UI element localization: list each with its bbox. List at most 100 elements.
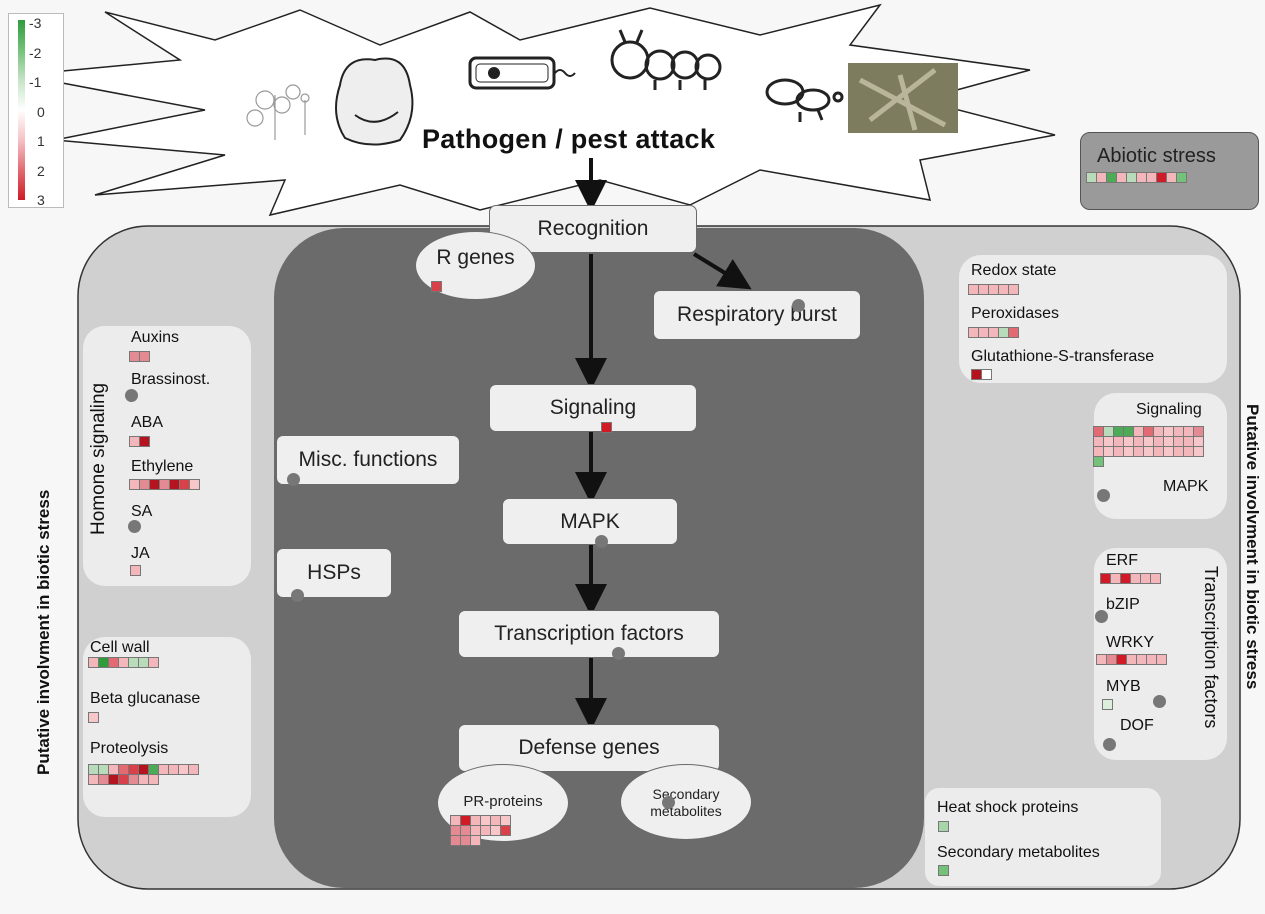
- legend-tick-label: 3: [37, 192, 45, 208]
- heatmap-cell: [1123, 446, 1134, 457]
- heatmap-cell: [988, 327, 999, 338]
- dof-label: DOF: [1120, 717, 1154, 734]
- right-secondary-label: Secondary metabolites: [937, 844, 1100, 861]
- heatmap-cell: [460, 825, 471, 836]
- heatmap-cell: [1130, 573, 1141, 584]
- heatmap-cell: [88, 712, 99, 723]
- heatmap-cell: [130, 565, 141, 576]
- right-signaling-panel: [1094, 393, 1227, 519]
- mapk-box: MAPK: [502, 498, 678, 545]
- heatmap-cell: [158, 764, 169, 775]
- legend-tick-label: -2: [29, 44, 42, 61]
- heatmap-cell: [1133, 446, 1144, 457]
- ethylene-label: Ethylene: [131, 458, 194, 475]
- heatmap-cell: [981, 369, 992, 380]
- heatmap-cell: [139, 479, 150, 490]
- heatmap-cell: [938, 821, 949, 832]
- heatmap-cell: [450, 815, 461, 826]
- heatmap-cell: [129, 479, 140, 490]
- hormone-signaling-title: Homone signaling: [88, 382, 109, 535]
- r-genes-label: R genes: [436, 246, 515, 269]
- heatmap-cell: [978, 327, 989, 338]
- proteolysis-heatmap: [88, 764, 199, 785]
- legend-tick-label: -3: [29, 15, 42, 31]
- beta-glucanase-heatmap: [88, 712, 99, 723]
- heatmap-cell: [129, 351, 140, 362]
- heatmap-cell: [1102, 699, 1113, 710]
- tf-dot: [612, 647, 625, 660]
- signaling-heatmap: [601, 422, 612, 433]
- heatmap-cell: [1173, 436, 1184, 447]
- ja-heatmap: [130, 565, 141, 576]
- heatmap-cell: [1143, 426, 1154, 437]
- plant-doodle-icon: [246, 84, 310, 140]
- heatmap-cell: [450, 825, 461, 836]
- heatmap-cell: [1086, 172, 1097, 183]
- heatmap-cell: [148, 657, 159, 668]
- heatmap-cell: [1163, 446, 1174, 457]
- proteolysis-label: Proteolysis: [90, 740, 169, 757]
- heatmap-cell: [1103, 426, 1114, 437]
- nematode-micrograph: [848, 63, 958, 133]
- heatmap-cell: [971, 369, 982, 380]
- wrky-label: WRKY: [1106, 634, 1154, 651]
- heat-shock-label: Heat shock proteins: [937, 799, 1079, 816]
- heatmap-cell: [938, 865, 949, 876]
- myb-heatmap: [1102, 699, 1113, 710]
- brassinost-label: Brassinost.: [131, 371, 211, 388]
- heatmap-cell: [1106, 172, 1117, 183]
- fungus-monster-icon: [335, 57, 414, 146]
- respiratory-dot: [792, 299, 805, 312]
- brassinost-dot: [125, 389, 138, 402]
- heatmap-cell: [1156, 654, 1167, 665]
- caterpillar-icon: [610, 29, 722, 90]
- heatmap-cell: [1133, 426, 1144, 437]
- heatmap-cell: [108, 764, 119, 775]
- legend-tick-label: -1: [29, 74, 42, 90]
- sa-label: SA: [131, 503, 153, 520]
- peroxidases-label: Peroxidases: [971, 305, 1060, 322]
- heatmap-cell: [1096, 172, 1107, 183]
- bzip-label: bZIP: [1106, 596, 1140, 613]
- heatmap-cell: [998, 327, 1009, 338]
- auxins-heatmap: [129, 351, 150, 362]
- heatmap-cell: [88, 657, 99, 668]
- heatmap-cell: [1123, 426, 1134, 437]
- abiotic-stress-box: Abiotic stress: [1080, 132, 1259, 210]
- heatmap-cell: [138, 764, 149, 775]
- ethylene-heatmap: [129, 479, 200, 490]
- heatmap-cell: [128, 774, 139, 785]
- heatmap-cell: [431, 281, 442, 292]
- heatmap-cell: [1103, 446, 1114, 457]
- right-side-label: Putative involvment in biotic stress: [1243, 404, 1262, 690]
- respiratory-burst-box: Respiratory burst: [653, 290, 861, 340]
- heatmap-cell: [1113, 446, 1124, 457]
- sa-dot: [128, 520, 141, 533]
- heatmap-cell: [601, 422, 612, 433]
- heatmap-cell: [88, 774, 99, 785]
- heatmap-cell: [1150, 573, 1161, 584]
- heatmap-cell: [1136, 172, 1147, 183]
- recognition-box: Recognition: [489, 205, 697, 253]
- legend-tick-label: 0: [37, 103, 45, 120]
- secondary-dot: [662, 796, 675, 809]
- beetle-icon: [765, 78, 844, 122]
- redox-state-heatmap: [968, 284, 1019, 295]
- heat-shock-heatmap: [938, 821, 949, 832]
- heatmap-cell: [1133, 436, 1144, 447]
- heatmap-cell: [470, 835, 481, 846]
- heatmap-cell: [1163, 426, 1174, 437]
- tf-panel: [1094, 548, 1227, 760]
- wrky-heatmap: [1096, 654, 1167, 665]
- hormone-signaling-panel: [83, 326, 251, 586]
- heatmap-cell: [1113, 436, 1124, 447]
- heatmap-cell: [1093, 446, 1104, 457]
- heatmap-cell: [1093, 436, 1104, 447]
- heatmap-cell: [128, 764, 139, 775]
- heatmap-cell: [128, 657, 139, 668]
- myb-dot: [1153, 695, 1166, 708]
- heatmap-cell: [1110, 573, 1121, 584]
- pathogen-illustrations: [246, 29, 844, 146]
